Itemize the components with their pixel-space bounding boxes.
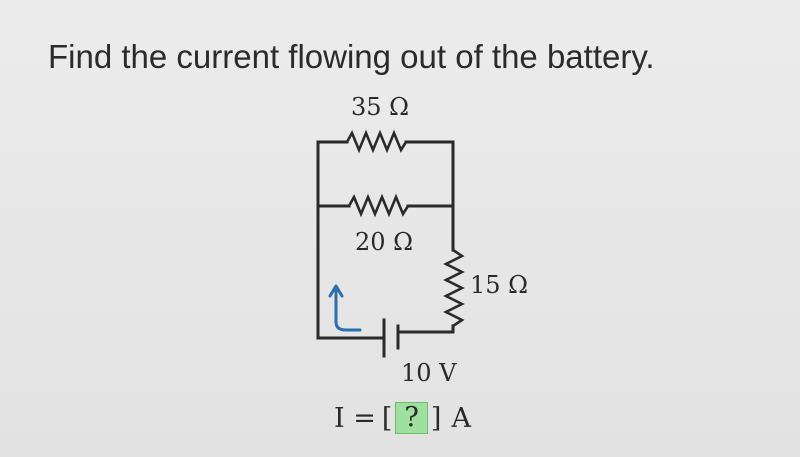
resistor-15-ohm xyxy=(443,248,465,328)
label-battery-voltage: 10 V xyxy=(401,359,457,387)
answer-open-bracket: [ xyxy=(381,402,393,434)
resistor-35-ohm xyxy=(345,129,408,154)
current-arrow-head xyxy=(328,284,344,298)
answer-line: I = [ ? ] A xyxy=(334,402,471,434)
label-35-ohm: 35 Ω xyxy=(351,93,409,121)
resistor-20-ohm xyxy=(347,193,410,218)
top-wire-right xyxy=(404,140,455,208)
answer-close-bracket: ] xyxy=(430,402,442,434)
middle-wire-right xyxy=(406,204,455,252)
answer-input-box[interactable]: ? xyxy=(395,402,428,434)
question-text: Find the current flowing out of the batt… xyxy=(48,38,655,75)
label-20-ohm: 20 Ω xyxy=(355,228,413,256)
answer-prefix: I = xyxy=(334,402,376,434)
current-arrow xyxy=(334,288,362,332)
answer-unit: A xyxy=(451,402,471,434)
right-bottom-wire xyxy=(402,324,455,334)
label-15-ohm: 15 Ω xyxy=(470,271,528,299)
